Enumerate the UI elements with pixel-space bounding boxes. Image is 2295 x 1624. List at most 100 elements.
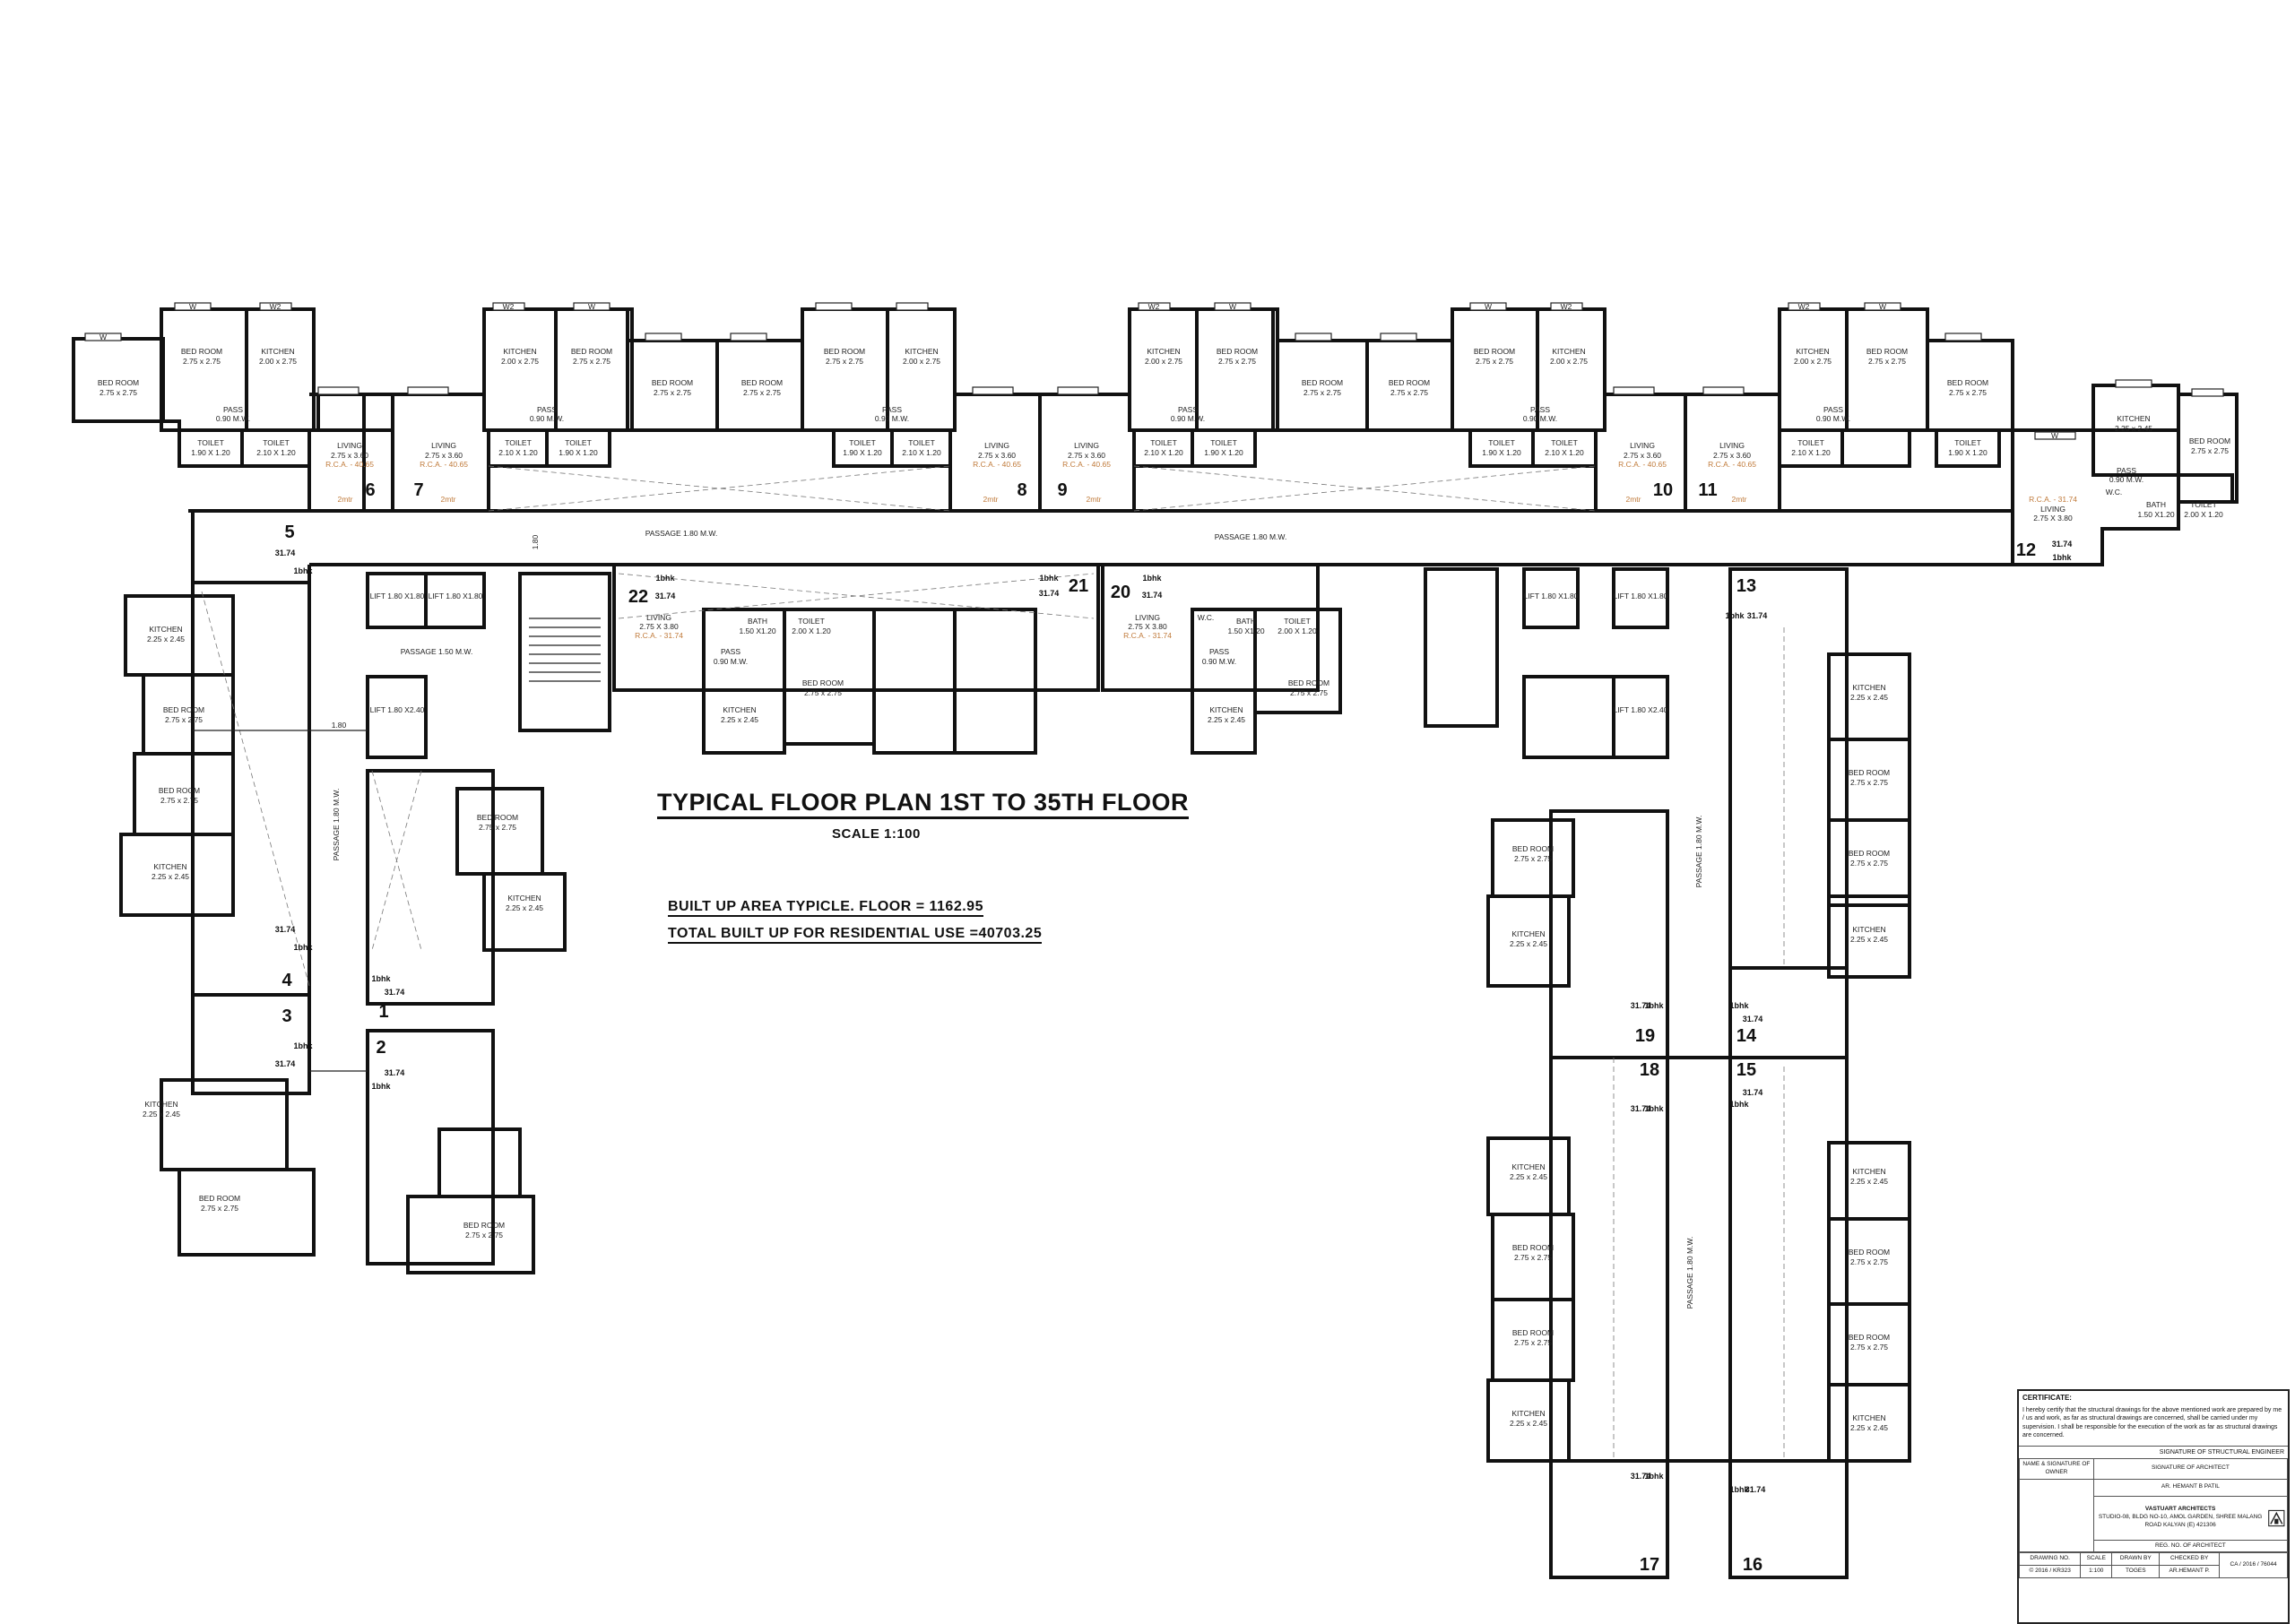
svg-text:2.25 x 2.45: 2.25 x 2.45 [1208, 715, 1245, 724]
svg-text:LIFT 1.80 X2.40: LIFT 1.80 X2.40 [1614, 705, 1668, 714]
svg-text:2.75 x 3.60: 2.75 x 3.60 [331, 451, 368, 460]
lift-f-shaft [1612, 675, 1669, 759]
unit-2-kitchen [437, 1127, 522, 1198]
passage-cross-hatch [488, 465, 1597, 512]
svg-text:2.75 x 2.75: 2.75 x 2.75 [1850, 1257, 1888, 1266]
svg-text:2.75 x 2.75: 2.75 x 2.75 [479, 823, 516, 832]
svg-text:2.75 x 2.75: 2.75 x 2.75 [1290, 688, 1328, 697]
svg-text:TOILET: TOILET [1210, 438, 1237, 447]
svg-text:TOILET: TOILET [1551, 438, 1578, 447]
unit-2-walls [366, 1029, 495, 1266]
svg-text:2mtr: 2mtr [983, 495, 999, 504]
svg-text:16: 16 [1743, 1555, 1762, 1575]
owner-signature-space [2019, 1478, 2094, 1553]
val-checked-by: AR.HEMANT P. [2159, 1565, 2221, 1578]
svg-text:TOILET: TOILET [197, 438, 224, 447]
svg-text:BED ROOM: BED ROOM [1512, 1243, 1554, 1252]
svg-text:LIVING: LIVING [984, 441, 1009, 450]
svg-text:BED ROOM: BED ROOM [1866, 347, 1908, 356]
svg-text:2.75 x 2.75: 2.75 x 2.75 [1218, 357, 1256, 366]
svg-text:1bhk: 1bhk [1644, 1001, 1664, 1010]
svg-text:TOILET: TOILET [1150, 438, 1177, 447]
svg-text:21: 21 [1069, 576, 1088, 596]
firm-address: STUDIO-08, BLDG NO-10, AMOL GARDEN, SHRE… [2098, 1514, 2263, 1528]
svg-text:31.74: 31.74 [275, 925, 296, 934]
svg-text:2.75 x 2.75: 2.75 x 2.75 [1850, 778, 1888, 787]
svg-text:2.00 x 2.75: 2.00 x 2.75 [501, 357, 539, 366]
svg-text:2.00 x 2.75: 2.00 x 2.75 [903, 357, 940, 366]
unit-9-toilet-b [1191, 428, 1257, 468]
architect-signature: SIGNATURE OF ARCHITECT [2092, 1457, 2289, 1480]
svg-text:15: 15 [1736, 1060, 1756, 1080]
unit-2-bedroom [406, 1195, 535, 1274]
svg-text:KITCHEN: KITCHEN [149, 625, 182, 634]
svg-text:2.00 x 2.75: 2.00 x 2.75 [259, 357, 297, 366]
structural-signature: SIGNATURE OF STRUCTURAL ENGINEER [2019, 1445, 2288, 1458]
svg-text:2.00 x 2.75: 2.00 x 2.75 [1145, 357, 1182, 366]
svg-text:W: W [100, 333, 107, 341]
svg-text:TOILET: TOILET [1284, 617, 1311, 626]
svg-text:31.74: 31.74 [275, 1059, 296, 1068]
svg-text:BED ROOM: BED ROOM [1849, 1333, 1890, 1342]
svg-text:1bhk: 1bhk [1644, 1472, 1664, 1481]
svg-text:BED ROOM: BED ROOM [163, 705, 204, 714]
room-labels: BED ROOM 2.75 x 2.75 BED ROOM 2.75 x 2.7… [98, 302, 2230, 1575]
svg-text:LIFT 1.80 X1.80: LIFT 1.80 X1.80 [1614, 592, 1668, 600]
svg-text:19: 19 [1635, 1026, 1655, 1046]
svg-text:KITCHEN: KITCHEN [723, 705, 756, 714]
svg-text:KITCHEN: KITCHEN [503, 347, 536, 356]
svg-text:PASS: PASS [1209, 647, 1229, 656]
unit-21-kitchen [953, 608, 1037, 755]
lift-c-shaft [366, 675, 428, 759]
svg-text:2.75 x 2.75: 2.75 x 2.75 [465, 1231, 503, 1240]
svg-text:1.50 X1.20: 1.50 X1.20 [2137, 510, 2174, 519]
svg-text:PASSAGE 1.80 M.W.: PASSAGE 1.80 M.W. [1215, 532, 1287, 541]
unit-11-bedroom [1845, 307, 1929, 432]
svg-text:3: 3 [281, 1006, 291, 1026]
title-block: CERTIFICATE: I hereby certify that the s… [2017, 1389, 2290, 1624]
svg-text:KITCHEN: KITCHEN [2117, 414, 2150, 423]
unit-7-toilet-b [545, 428, 611, 468]
svg-text:R.C.A. - 31.74: R.C.A. - 31.74 [635, 631, 683, 640]
svg-text:2.10 X 1.20: 2.10 X 1.20 [1144, 448, 1183, 457]
svg-text:1.90 X 1.20: 1.90 X 1.20 [191, 448, 230, 457]
svg-text:PASS: PASS [721, 647, 740, 656]
svg-text:1.90 X 1.20: 1.90 X 1.20 [559, 448, 598, 457]
svg-text:2.75 x 2.75: 2.75 x 2.75 [573, 357, 611, 366]
unit-10-toilet-b [1531, 428, 1598, 468]
svg-text:BED ROOM: BED ROOM [1849, 1248, 1890, 1257]
lift-a-shaft [366, 572, 428, 629]
unit-9-walls [1040, 307, 1275, 513]
svg-text:LIFT 1.80 X1.80: LIFT 1.80 X1.80 [370, 592, 425, 600]
svg-text:R.C.A. - 40.65: R.C.A. - 40.65 [325, 460, 374, 469]
unit-16-living [1728, 1459, 1849, 1579]
unit-17-living [1549, 1459, 1669, 1579]
svg-text:KITCHEN: KITCHEN [1511, 1409, 1545, 1418]
svg-text:KITCHEN: KITCHEN [1511, 929, 1545, 938]
svg-text:BED ROOM: BED ROOM [2189, 436, 2230, 445]
svg-text:BED ROOM: BED ROOM [571, 347, 612, 356]
svg-text:2.25 x 2.45: 2.25 x 2.45 [1510, 1419, 1547, 1428]
svg-text:2mtr: 2mtr [441, 495, 456, 504]
svg-text:BED ROOM: BED ROOM [1512, 1328, 1554, 1337]
svg-text:1bhk: 1bhk [2052, 553, 2072, 562]
svg-text:W.C.: W.C. [1198, 613, 1214, 622]
right-wing-hatch [1613, 627, 1785, 1461]
svg-text:1.50 X1.20: 1.50 X1.20 [739, 626, 775, 635]
svg-text:1bhk: 1bhk [293, 1041, 313, 1050]
signature-table: NAME & SIGNATURE OF OWNER SIGNATURE OF A… [2019, 1457, 2289, 1553]
left-wing-upper [191, 511, 311, 584]
svg-text:BED ROOM: BED ROOM [477, 813, 518, 822]
svg-text:PASS: PASS [882, 405, 902, 414]
svg-text:2.75 X 3.80: 2.75 X 3.80 [2033, 514, 2073, 523]
stair-right-2 [1522, 675, 1615, 759]
drawing-info-table: DRAWING NO. SCALE DRAWN BY CHECKED BY CA… [2018, 1552, 2288, 1578]
svg-text:LIVING: LIVING [431, 441, 456, 450]
svg-text:2.75 X 3.80: 2.75 X 3.80 [639, 622, 679, 631]
svg-text:2.25 x 2.45: 2.25 x 2.45 [1850, 693, 1888, 702]
svg-text:1bhk: 1bhk [1729, 1485, 1749, 1494]
svg-text:W: W [1229, 302, 1236, 311]
svg-text:KITCHEN: KITCHEN [153, 862, 186, 871]
svg-text:31.74: 31.74 [1631, 1104, 1651, 1113]
unit-3-bedroom [178, 1168, 316, 1257]
